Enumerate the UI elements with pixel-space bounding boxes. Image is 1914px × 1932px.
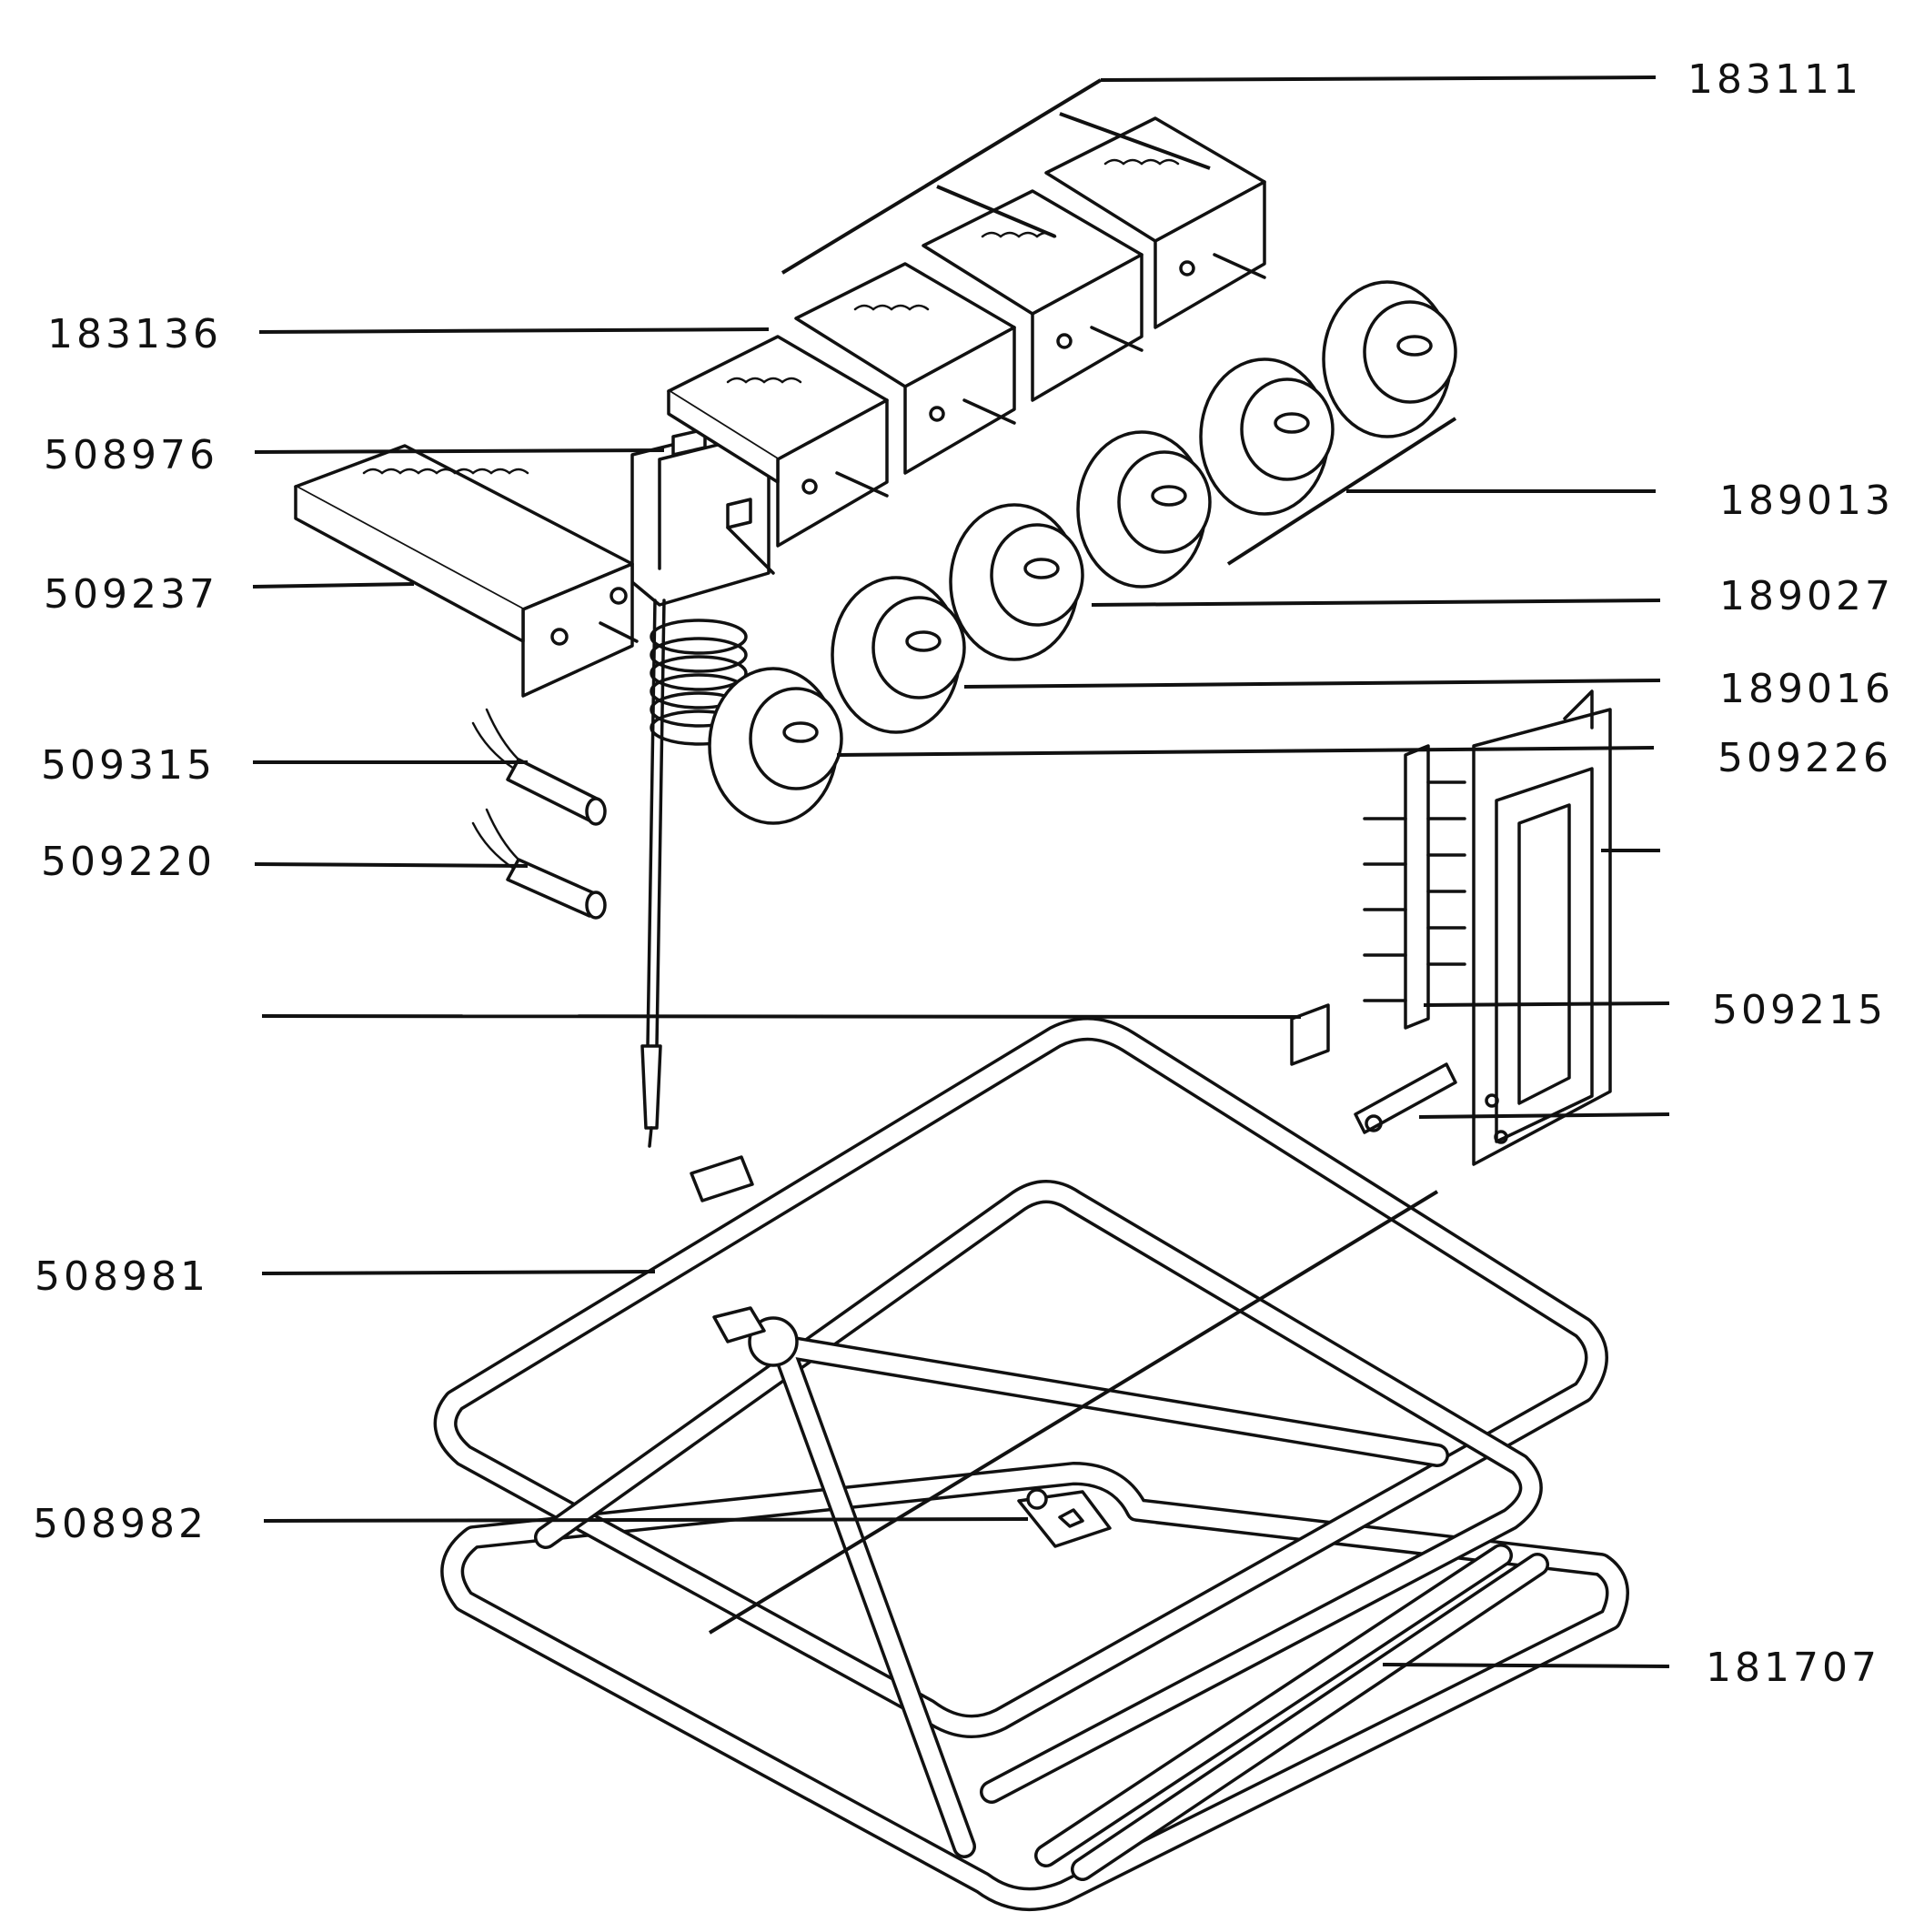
part-number-508981: 508981: [35, 1253, 209, 1300]
part-number-509226: 509226: [1718, 735, 1892, 781]
knob: [1199, 357, 1335, 516]
switch-block-row: [667, 116, 1266, 548]
terminal-block-panel: [1472, 689, 1612, 1166]
heating-element-upper-grill: [433, 1017, 1608, 1858]
sensor-probe-2: [471, 808, 607, 920]
sensor-probe-1: [471, 708, 607, 826]
heating-element-lower: [440, 1462, 1629, 1911]
knob: [708, 667, 843, 825]
knob: [1076, 430, 1212, 589]
control-knobs: [708, 280, 1457, 825]
part-number-189027: 189027: [1719, 573, 1894, 619]
part-number-509220: 509220: [41, 839, 216, 885]
part-number-508982: 508982: [33, 1501, 207, 1547]
part-number-508976: 508976: [44, 432, 218, 478]
part-number-181707: 181707: [1706, 1645, 1880, 1691]
part-number-509315: 509315: [41, 742, 216, 789]
part-number-509215: 509215: [1712, 987, 1887, 1033]
terminal-strip: [1363, 744, 1466, 1030]
part-number-189016: 189016: [1719, 666, 1894, 712]
earth-bracket: [1290, 1003, 1330, 1066]
element-bracket: [1017, 1488, 1112, 1548]
link-plate: [1354, 1062, 1457, 1134]
knob: [831, 576, 966, 734]
knob: [1322, 280, 1457, 438]
part-number-183136: 183136: [47, 311, 222, 357]
multi-switch-long: [294, 444, 639, 698]
leader-lines: [252, 75, 1670, 1668]
part-number-183111: 183111: [1687, 56, 1862, 103]
part-number-189013: 189013: [1719, 478, 1894, 524]
part-number-509237: 509237: [44, 571, 218, 618]
knob: [949, 503, 1084, 661]
part-labels: 183111 183136 508976 509237 509315 50922…: [33, 56, 1894, 1691]
